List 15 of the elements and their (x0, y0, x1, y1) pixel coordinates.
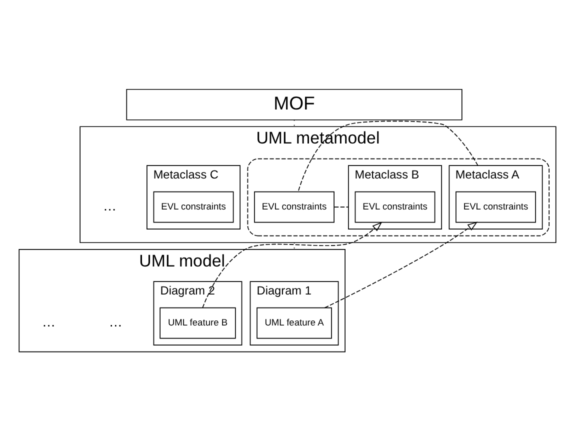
node-box: EVL constraints (153, 191, 234, 223)
arrow (324, 222, 478, 308)
connector (298, 120, 478, 192)
node-box: MOF (126, 88, 462, 120)
label: … (102, 198, 116, 214)
node-box: EVL constraints (456, 191, 536, 223)
node-box: UML feature A (256, 307, 332, 339)
node-box: EVL constraints (354, 191, 436, 223)
label: … (42, 314, 56, 330)
label: … (108, 314, 122, 330)
node-box: EVL constraints (254, 191, 334, 223)
node-box: UML feature B (160, 307, 236, 339)
arrow (202, 222, 382, 308)
cluster (247, 158, 550, 236)
connector (334, 206, 349, 208)
